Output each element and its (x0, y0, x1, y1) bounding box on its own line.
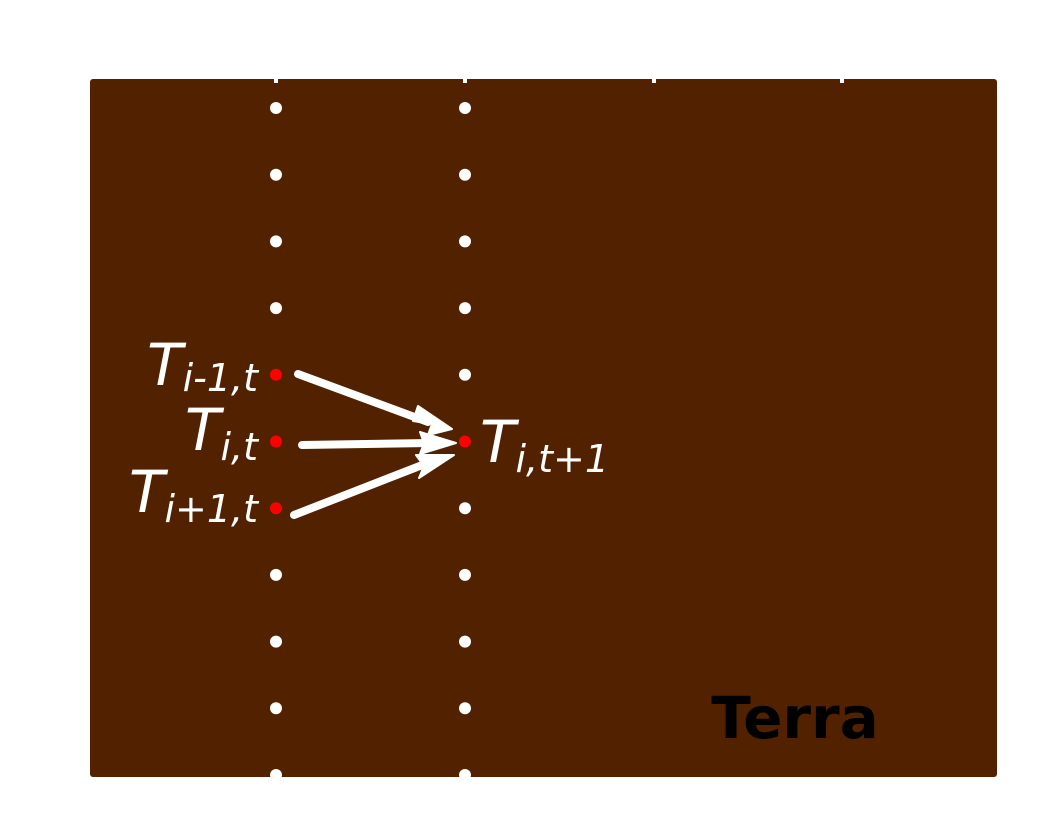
arrow-from-current-node (298, 431, 457, 455)
grid-node (270, 769, 282, 781)
grid-node (270, 302, 282, 315)
label-result-sub: i,t+1 (515, 437, 609, 481)
ground-region (90, 79, 997, 777)
grid-node (459, 168, 471, 181)
arrow-from-next-node (290, 454, 455, 519)
highlighted-grid-node (270, 368, 282, 381)
tick-mark (274, 74, 278, 83)
grid-node (270, 235, 282, 248)
grid-node (459, 368, 471, 381)
grid-node (459, 235, 471, 248)
grid-node (270, 635, 282, 648)
label-next-sub: i+1,t (164, 487, 260, 531)
tick-mark (652, 74, 656, 83)
grid-node (459, 302, 471, 315)
grid-node (459, 102, 471, 114)
highlighted-grid-node (270, 435, 282, 448)
grid-node (459, 635, 471, 648)
arrow-from-prev-node (294, 370, 453, 436)
label-result-main: T (480, 408, 520, 476)
label-prev-node: Ti-1,t (147, 331, 260, 400)
arrows (290, 370, 457, 519)
grid-node (459, 502, 471, 515)
label-result-node: Ti,t+1 (480, 408, 609, 481)
tick-mark (840, 74, 844, 83)
label-current-main: T (185, 396, 225, 464)
terra-label: Terra (711, 684, 879, 752)
tick-mark (463, 74, 467, 83)
grid-node (270, 568, 282, 581)
highlighted-grid-node (459, 435, 471, 448)
top-tick-marks (274, 74, 844, 83)
grid-node (270, 702, 282, 715)
label-next-node: Ti+1,t (129, 458, 260, 531)
label-prev-sub: i-1,t (183, 356, 261, 400)
grid-nodes (270, 102, 471, 781)
highlighted-grid-node (270, 502, 282, 515)
label-current-sub: i,t (220, 425, 260, 469)
grid-node (270, 102, 282, 114)
label-prev-main: T (147, 331, 187, 399)
grid-node (459, 568, 471, 581)
grid-node (459, 769, 471, 781)
grid-node (459, 702, 471, 715)
label-current-node: Ti,t (185, 396, 260, 469)
grid-node (270, 168, 282, 181)
label-next-main: T (129, 458, 169, 526)
